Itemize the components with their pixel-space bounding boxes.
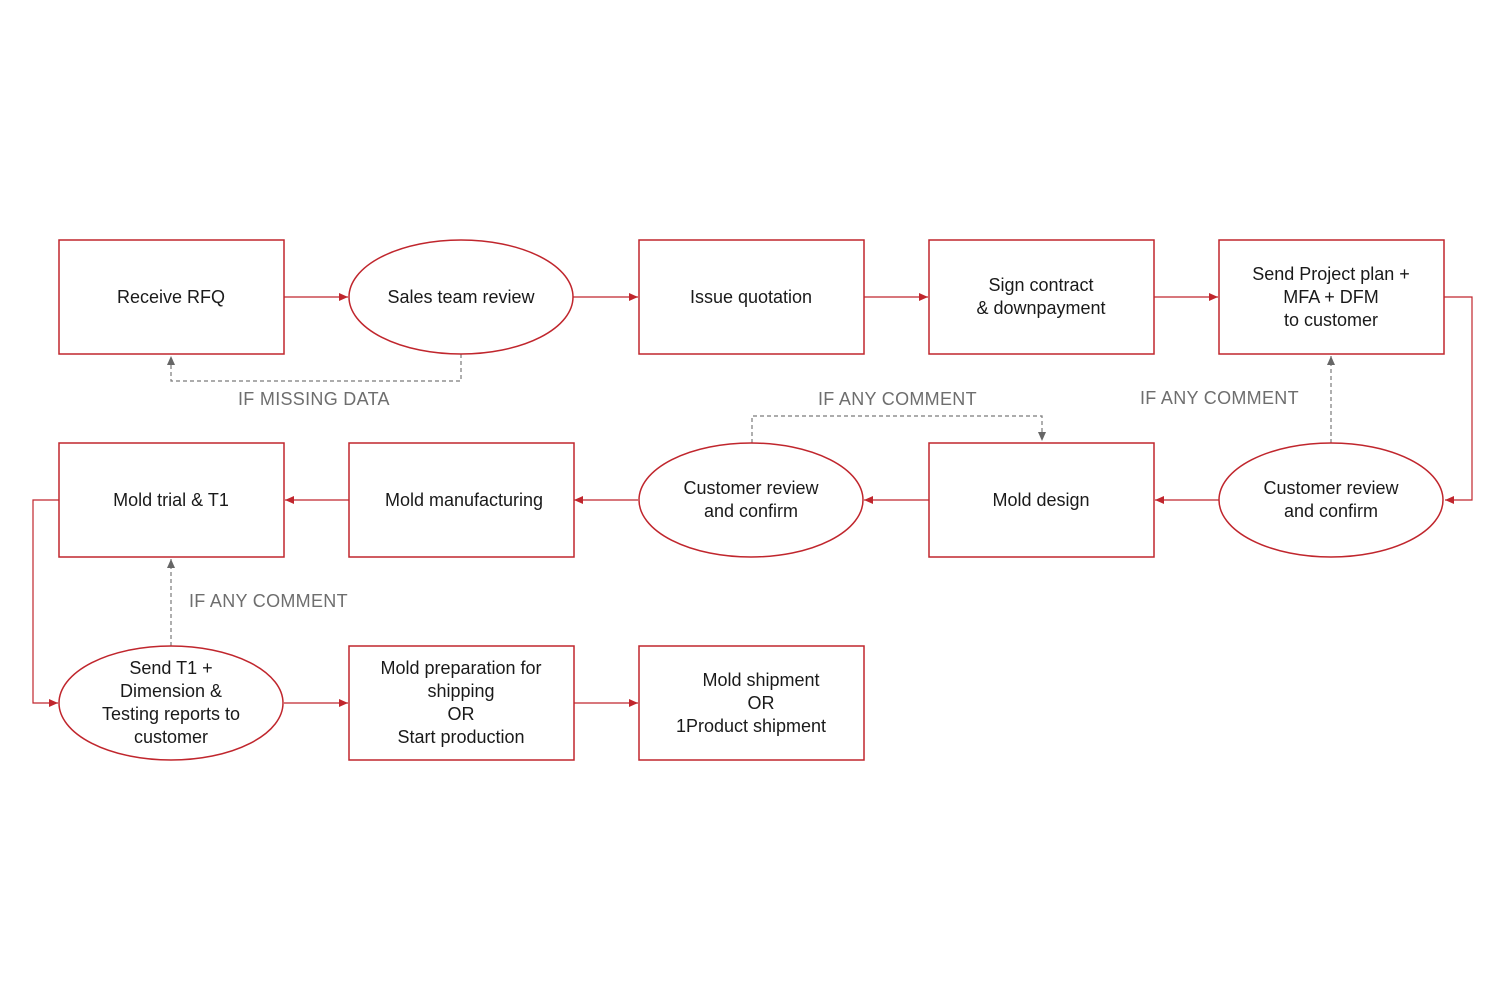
node-label-line: Issue quotation (690, 287, 812, 307)
node-label-line: & downpayment (976, 298, 1105, 318)
node-label-line: 1Product shipment (676, 716, 826, 736)
node-label-line: Send T1 + (129, 658, 212, 678)
arrow-mold-trial-to-send-t1 (32, 499, 59, 707)
label-if-any-comment-plan: IF ANY COMMENT (1140, 388, 1299, 408)
process-box (638, 239, 865, 355)
process-box (928, 442, 1155, 558)
node-issue-quotation: Issue quotation (638, 239, 865, 355)
feedback-connectors (167, 354, 1335, 646)
node-label-line: Mold design (992, 490, 1089, 510)
node-label-line: Testing reports to (102, 704, 240, 724)
node-send-project-plan: Send Project plan + MFA + DFM to custome… (1218, 239, 1445, 355)
node-label-line: and confirm (704, 501, 798, 521)
decision-ellipse (348, 239, 574, 355)
process-box (58, 442, 285, 558)
node-label-line: customer (134, 727, 208, 747)
node-send-t1: Send T1 + Dimension & Testing reports to… (58, 645, 284, 761)
label-if-any-comment-trial: IF ANY COMMENT (189, 591, 348, 611)
node-label-line: Customer review (683, 478, 819, 498)
node-mold-design: Mold design (928, 442, 1155, 558)
feedback-arrow-design-comment (751, 415, 1046, 443)
node-receive-rfq: Receive RFQ (58, 239, 285, 355)
node-sign-contract: Sign contract & downpayment (928, 239, 1155, 355)
node-mold-shipment: Mold shipment OR 1Product shipment (638, 645, 865, 761)
arrow-project-plan-to-customer-review (1444, 296, 1473, 504)
process-box (58, 239, 285, 355)
node-label-line: and confirm (1284, 501, 1378, 521)
node-label-line: Mold trial & T1 (113, 490, 229, 510)
node-mold-manufacturing: Mold manufacturing (348, 442, 575, 558)
decision-ellipse (58, 645, 284, 761)
node-label-line: Mold shipment (702, 670, 819, 690)
node-label-line: Start production (397, 727, 524, 747)
process-box (928, 239, 1155, 355)
process-box (348, 442, 575, 558)
label-if-any-comment-design: IF ANY COMMENT (818, 389, 977, 409)
node-label-line: Mold manufacturing (385, 490, 543, 510)
node-sales-team-review: Sales team review (348, 239, 574, 355)
decision-ellipse (638, 442, 864, 558)
decision-ellipse (1218, 442, 1444, 558)
feedback-arrow-missing-data (167, 354, 462, 382)
node-label-line: OR (748, 693, 775, 713)
node-label-line: to customer (1284, 310, 1378, 330)
node-label-line: shipping (427, 681, 494, 701)
node-customer-review-plan: Customer review and confirm (1218, 442, 1444, 558)
node-label-line: Customer review (1263, 478, 1399, 498)
node-label-line: Dimension & (120, 681, 222, 701)
node-label-line: Mold preparation for (380, 658, 541, 678)
node-label-line: OR (448, 704, 475, 724)
node-mold-preparation: Mold preparation for shipping OR Start p… (348, 645, 575, 761)
node-label-line: Receive RFQ (117, 287, 225, 307)
node-label-line: Sales team review (387, 287, 535, 307)
node-label-line: Sign contract (988, 275, 1093, 295)
node-mold-trial: Mold trial & T1 (58, 442, 285, 558)
process-box (1218, 239, 1445, 355)
node-customer-review-design: Customer review and confirm (638, 442, 864, 558)
node-label-line: MFA + DFM (1283, 287, 1379, 307)
label-if-missing-data: IF MISSING DATA (238, 389, 390, 409)
process-box (348, 645, 575, 761)
node-label-line: Send Project plan + (1252, 264, 1410, 284)
flow-connectors (32, 293, 1473, 707)
process-box (638, 645, 865, 761)
